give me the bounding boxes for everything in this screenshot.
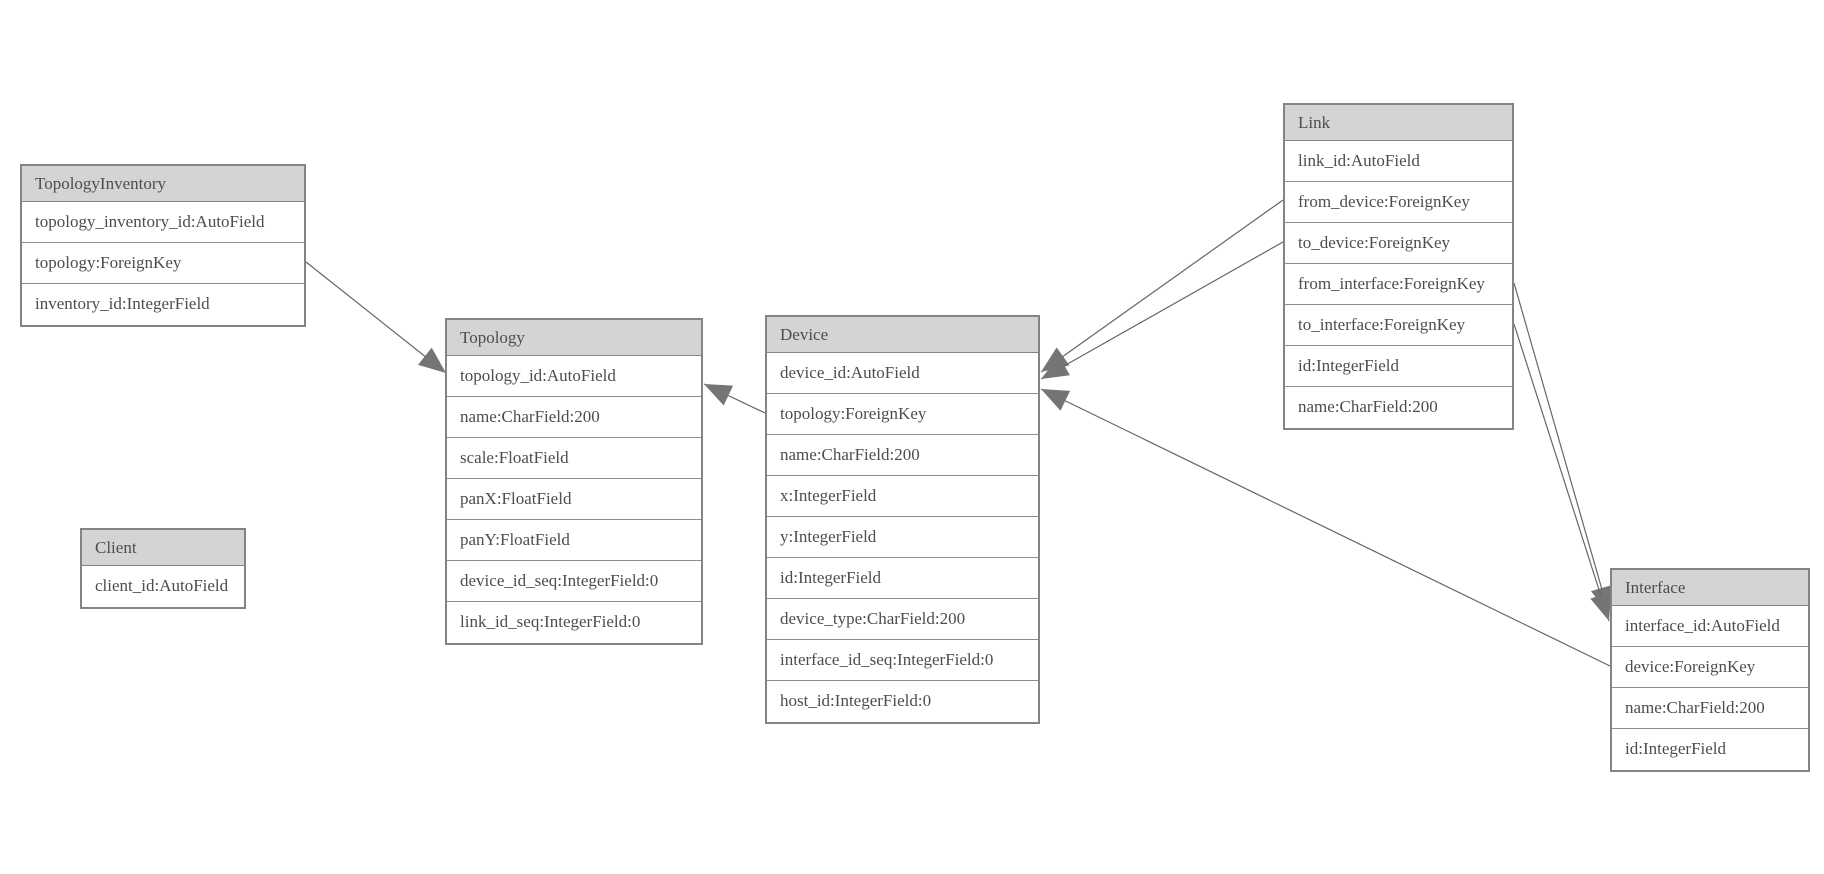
entity-field: id:IntegerField <box>767 558 1038 599</box>
entity-title: Topology <box>447 320 701 356</box>
entity-field: host_id:IntegerField:0 <box>767 681 1038 722</box>
relation-arrowhead-device-device_id <box>1041 356 1070 379</box>
entity-field: name:CharField:200 <box>447 397 701 438</box>
relation-line-link-from_device <box>1040 199 1284 373</box>
entity-field: link_id_seq:IntegerField:0 <box>447 602 701 643</box>
relation-arrowhead-topology-topology_id <box>704 384 734 406</box>
entity-field: from_device:ForeignKey <box>1285 182 1512 223</box>
relation-arrowhead-topology-topology_id <box>418 347 446 373</box>
relation-line-link-to_device <box>1040 241 1284 380</box>
entity-field: scale:FloatField <box>447 438 701 479</box>
entity-field: id:IntegerField <box>1285 346 1512 387</box>
entity-field: device_id_seq:IntegerField:0 <box>447 561 701 602</box>
relation-line-interface-device <box>1040 388 1611 667</box>
entity-title: TopologyInventory <box>22 166 304 202</box>
entity-field: inventory_id:IntegerField <box>22 284 304 325</box>
entity-title: Device <box>767 317 1038 353</box>
entity-field: link_id:AutoField <box>1285 141 1512 182</box>
entity-field: name:CharField:200 <box>1285 387 1512 428</box>
relation-line-topologyinventory-topology <box>305 261 447 374</box>
entity-field: device_id:AutoField <box>767 353 1038 394</box>
entity-field: panY:FloatField <box>447 520 701 561</box>
entity-field: name:CharField:200 <box>1612 688 1808 729</box>
entity-field: topology:ForeignKey <box>22 243 304 284</box>
entity-field: to_interface:ForeignKey <box>1285 305 1512 346</box>
entity-field: to_device:ForeignKey <box>1285 223 1512 264</box>
entity-title: Link <box>1285 105 1512 141</box>
entity-field: from_interface:ForeignKey <box>1285 264 1512 305</box>
relation-arrowhead-interface-interface_id <box>1590 591 1612 621</box>
entity-field: interface_id:AutoField <box>1612 606 1808 647</box>
entity-field: id:IntegerField <box>1612 729 1808 770</box>
relation-arrowhead-device-device_id <box>1041 389 1071 411</box>
entity-field: topology_inventory_id:AutoField <box>22 202 304 243</box>
relation-line-link-to_interface <box>1513 323 1610 622</box>
entity-field: name:CharField:200 <box>767 435 1038 476</box>
entity-title: Client <box>82 530 244 566</box>
entity-field: x:IntegerField <box>767 476 1038 517</box>
entity-title: Interface <box>1612 570 1808 606</box>
entity-field: device_type:CharField:200 <box>767 599 1038 640</box>
entity-field: y:IntegerField <box>767 517 1038 558</box>
entity-field: topology_id:AutoField <box>447 356 701 397</box>
entity-field: topology:ForeignKey <box>767 394 1038 435</box>
entity-field: client_id:AutoField <box>82 566 244 607</box>
entity-field: device:ForeignKey <box>1612 647 1808 688</box>
relation-line-link-from_interface <box>1513 282 1610 615</box>
entity-field: panX:FloatField <box>447 479 701 520</box>
entity-field: interface_id_seq:IntegerField:0 <box>767 640 1038 681</box>
